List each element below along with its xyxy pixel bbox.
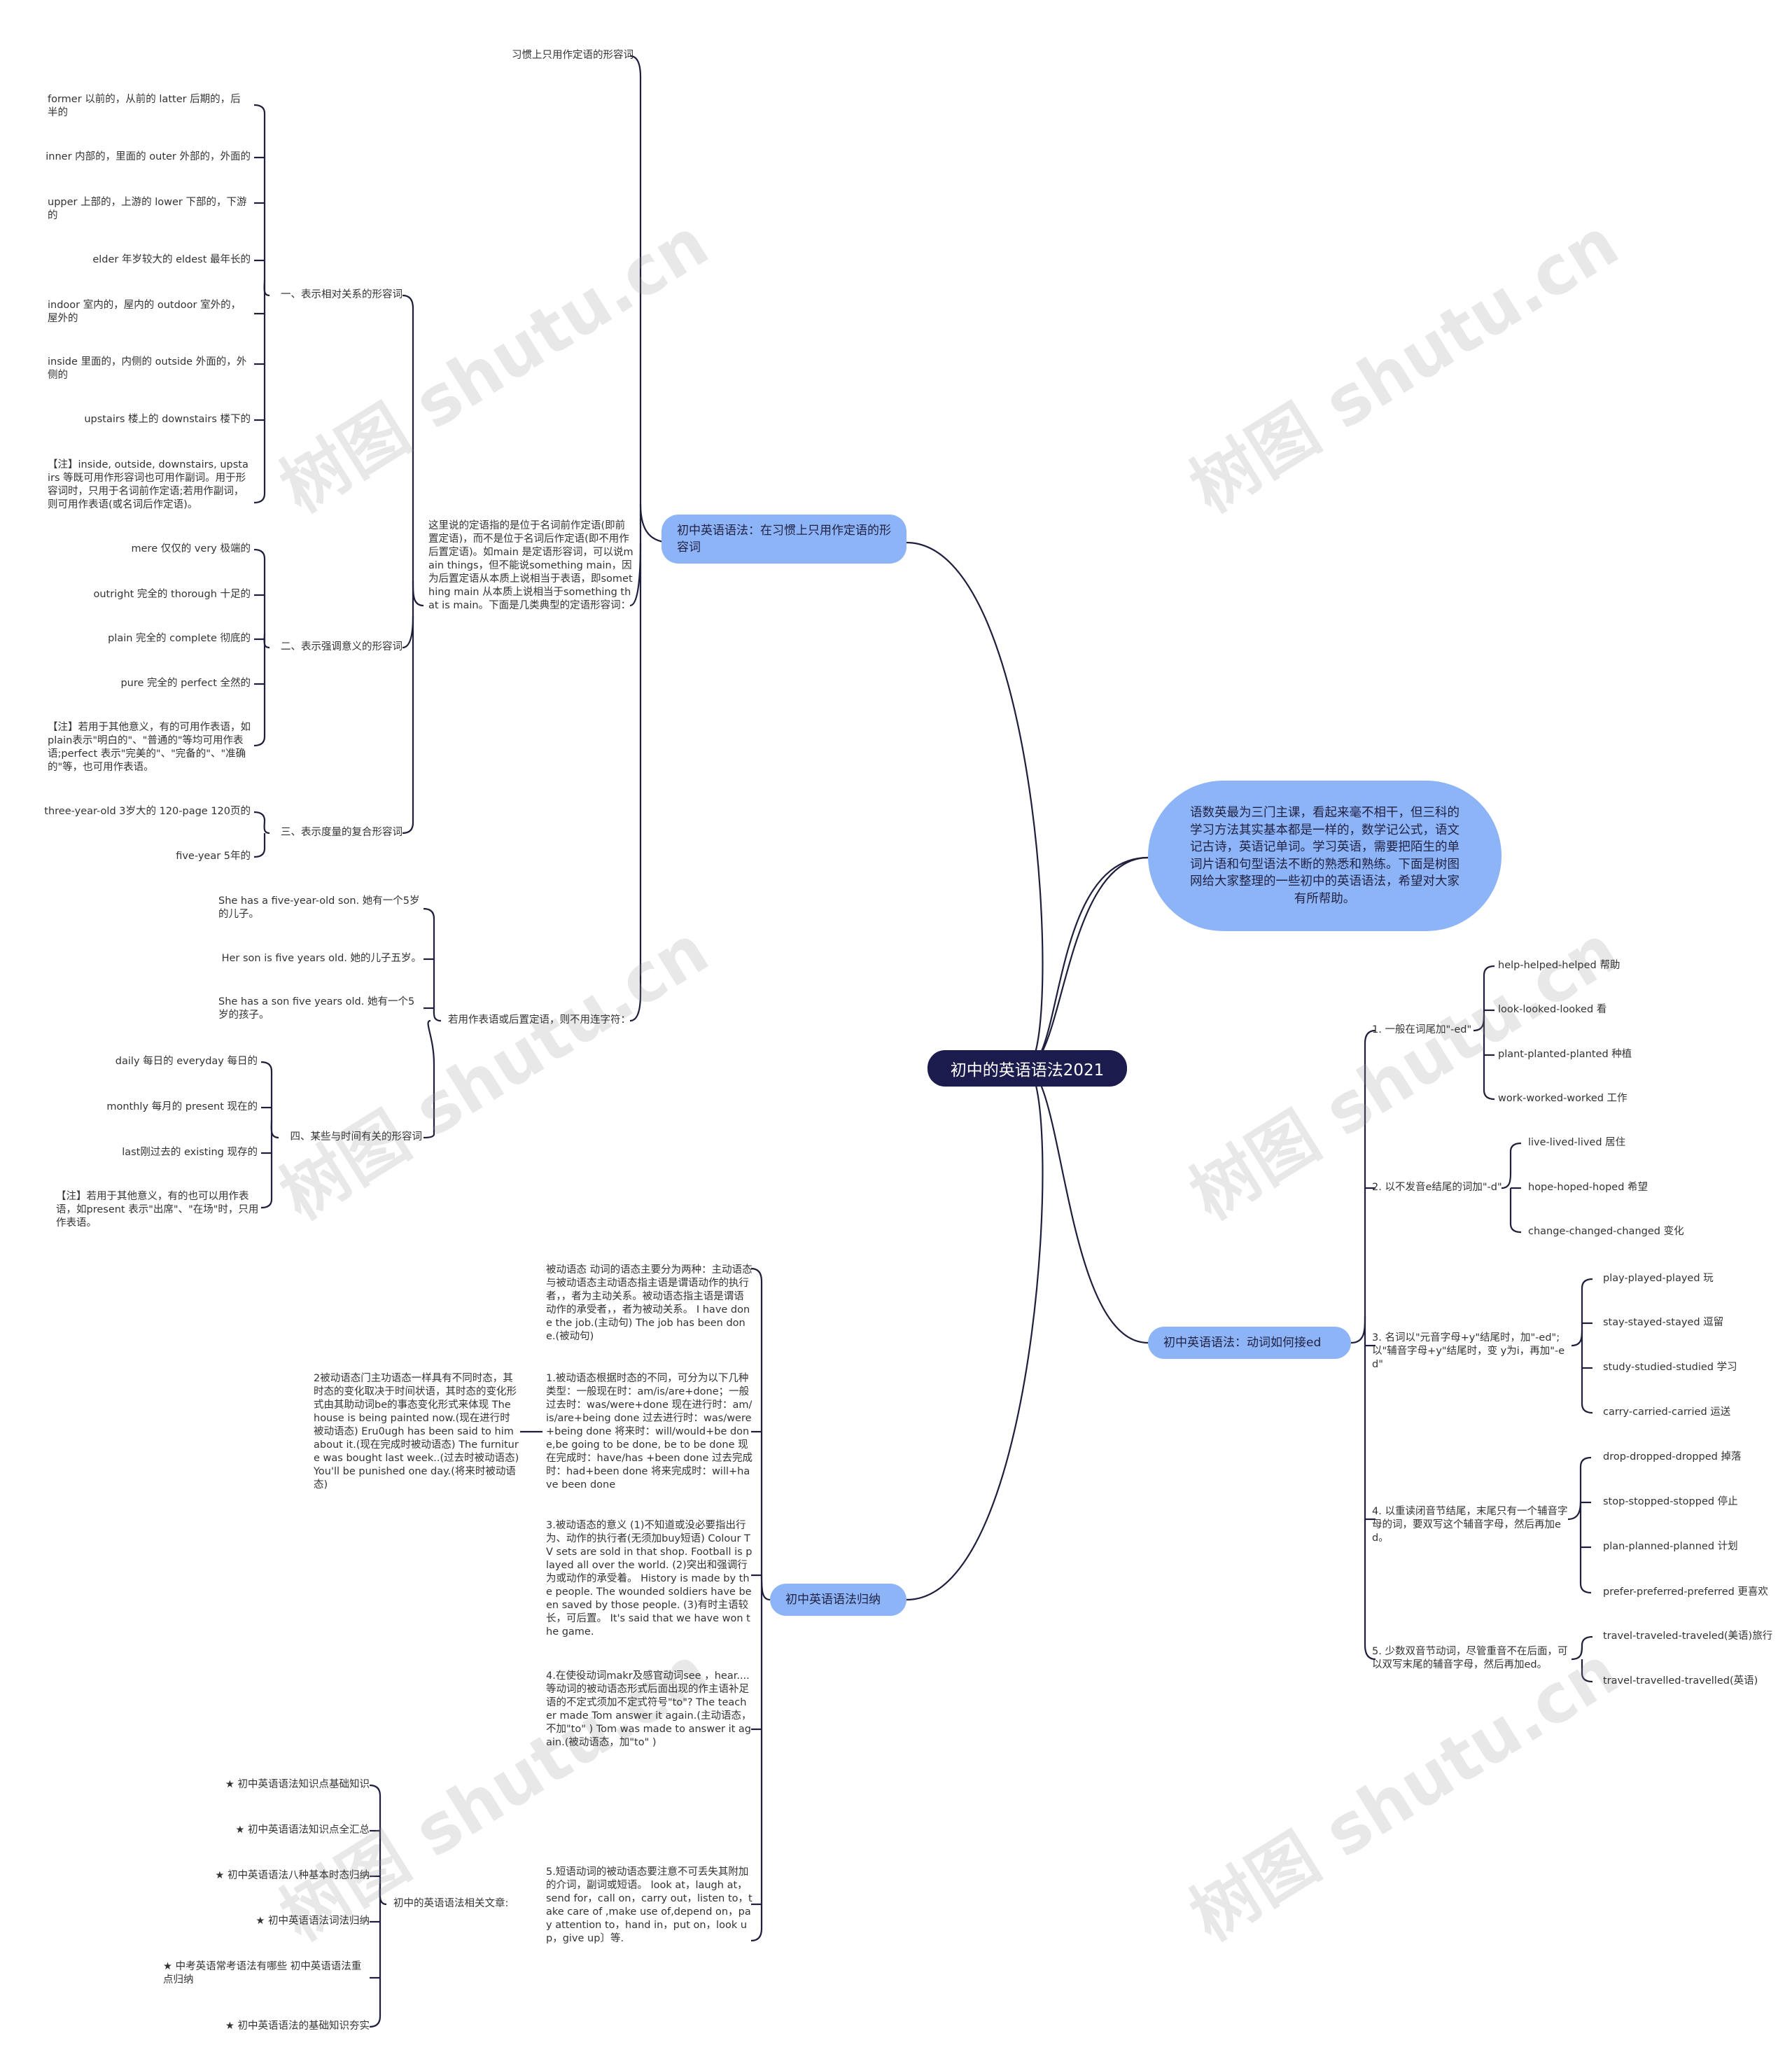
adj-g5-item[interactable]: last刚过去的 existing 现存的: [122, 1147, 258, 1158]
verb-group-2[interactable]: 2. 以不发音e结尾的词加"-d": [1372, 1182, 1502, 1193]
verb-g2-item[interactable]: change-changed-changed 变化: [1528, 1226, 1684, 1237]
root-node[interactable]: 初中的英语语法2021: [927, 1050, 1127, 1087]
adj-g1-item[interactable]: upstairs 楼上的 downstairs 楼下的: [84, 414, 251, 425]
verb-g4-item[interactable]: prefer-preferred-preferred 更喜欢: [1603, 1586, 1768, 1598]
branch-summary[interactable]: 初中英语语法归纳: [770, 1584, 906, 1616]
verb-g5-item[interactable]: travel-travelled-travelled(英语): [1603, 1675, 1758, 1687]
verb-g4-item[interactable]: stop-stopped-stopped 停止: [1603, 1496, 1738, 1507]
intro-node[interactable]: 语数英最为三门主课，看起来毫不相干，但三科的学习方法其实基本都是一样的，数学记公…: [1148, 781, 1502, 931]
adj-desc[interactable]: 这里说的定语指的是位于名词前作定语(即前置定语)，而不是位于名词后作定语(即不用…: [428, 520, 634, 611]
related-article-link[interactable]: ★ 初中英语语法的基础知识夯实: [225, 2020, 370, 2032]
summary-related-label[interactable]: 初中的英语语法相关文章:: [393, 1898, 509, 1909]
related-article-link[interactable]: ★ 初中英语语法知识点全汇总: [235, 1824, 370, 1836]
adj-group-measure[interactable]: 三、表示度量的复合形容词: [281, 827, 402, 838]
adj-g2-item[interactable]: mere 仅仅的 very 极端的: [131, 543, 251, 554]
adj-g5-item[interactable]: monthly 每月的 present 现在的: [106, 1101, 258, 1112]
adj-group-relative[interactable]: 一、表示相对关系的形容词: [281, 289, 402, 300]
adj-g2-item[interactable]: pure 完全的 perfect 全然的: [120, 678, 251, 689]
adj-g5-item[interactable]: daily 每日的 everyday 每日的: [115, 1056, 258, 1067]
adj-group-predicative[interactable]: 若用作表语或后置定语，则不用连字符：: [448, 1014, 631, 1026]
verb-g3-item[interactable]: carry-carried-carried 运送: [1603, 1407, 1731, 1418]
adj-group-emphasis[interactable]: 二、表示强调意义的形容词: [281, 641, 402, 652]
verb-g4-item[interactable]: drop-dropped-dropped 掉落: [1603, 1451, 1742, 1463]
related-article-link[interactable]: ★ 中考英语常考语法有哪些 初中英语语法重点归纳: [163, 1961, 362, 1985]
adj-g1-item[interactable]: upper 上部的，上游的 lower 下部的，下游的: [48, 197, 247, 221]
verb-g1-item[interactable]: work-worked-worked 工作: [1498, 1093, 1628, 1104]
verb-group-1[interactable]: 1. 一般在词尾加"-ed": [1372, 1024, 1472, 1035]
adj-g1-note[interactable]: 【注】inside, outside, downstairs, upstairs…: [48, 459, 248, 510]
adj-g4-item[interactable]: She has a five-year-old son. 她有一个5岁的儿子。: [218, 895, 420, 920]
branch-verb-ed[interactable]: 初中英语语法：动词如何接ed: [1148, 1327, 1351, 1359]
adj-g5-note[interactable]: 【注】若用于其他意义，有的也可以用作表语，如present 表示"出席"、"在场…: [56, 1191, 259, 1229]
adj-g2-item[interactable]: outright 完全的 thorough 十足的: [93, 589, 251, 600]
verb-g5-item[interactable]: travel-traveled-traveled(美语)旅行: [1603, 1631, 1773, 1642]
adj-group-time[interactable]: 四、某些与时间有关的形容词: [290, 1131, 423, 1143]
verb-g3-item[interactable]: play-played-played 玩: [1603, 1273, 1714, 1284]
verb-g1-item[interactable]: plant-planted-planted 种植: [1498, 1049, 1632, 1060]
summary-phrasal-verbs[interactable]: 5.短语动词的被动语态要注意不可丢失其附加的介词，副词或短语。 look at，…: [546, 1866, 752, 1944]
verb-g1-item[interactable]: help-helped-helped 帮助: [1498, 960, 1620, 971]
verb-g2-item[interactable]: hope-hoped-hoped 希望: [1528, 1182, 1648, 1193]
related-article-link[interactable]: ★ 初中英语语法词法归纳: [255, 1915, 370, 1927]
adj-g1-item[interactable]: indoor 室内的，屋内的 outdoor 室外的，屋外的: [48, 300, 241, 324]
verb-group-4[interactable]: 4. 以重读闭音节结尾，末尾只有一个辅音字母的词，要双写这个辅音字母，然后再加e…: [1372, 1506, 1568, 1544]
adj-g1-item[interactable]: former 以前的，从前的 latter 后期的，后半的: [48, 94, 241, 118]
related-article-link[interactable]: ★ 初中英语语法知识点基础知识: [225, 1779, 370, 1790]
verb-g3-item[interactable]: study-studied-studied 学习: [1603, 1362, 1737, 1373]
adj-g4-item[interactable]: She has a son five years old. 她有一个5岁的孩子。: [218, 996, 415, 1021]
verb-g2-item[interactable]: live-lived-lived 居住: [1528, 1137, 1626, 1148]
adj-g3-item[interactable]: five-year 5年的: [176, 851, 251, 862]
branch-adjective[interactable]: 初中英语语法：在习惯上只用作定语的形容词: [662, 515, 906, 564]
adj-g2-item[interactable]: plain 完全的 complete 彻底的: [108, 633, 251, 644]
summary-causative[interactable]: 4.在使役动词makr及感官动词see ，hear....等动词的被动语态形式后…: [546, 1670, 752, 1748]
adj-g4-item[interactable]: Her son is five years old. 她的儿子五岁。: [221, 953, 421, 964]
summary-passive-meaning[interactable]: 3.被动语态的意义 (1)不知道或没必要指出行为、动作的执行者(无须加buy短语…: [546, 1520, 752, 1638]
summary-passive-voice[interactable]: 被动语态 动词的语态主要分为两种：主动语态与被动语态主动语态指主语是谓语动作的执…: [546, 1264, 752, 1342]
related-article-link[interactable]: ★ 初中英语语法八种基本时态归纳: [215, 1870, 370, 1881]
summary-passive-tenses-detail[interactable]: 2被动语态门主功语态一样具有不同时态，其时态的变化取决于时间状语，其时态的变化形…: [314, 1373, 519, 1491]
summary-passive-tenses[interactable]: 1.被动语态根据时态的不同，可分为以下几种类型：一般现在时：am/is/are+…: [546, 1373, 752, 1491]
adj-g1-item[interactable]: inner 内部的，里面的 outer 外部的，外面的: [46, 151, 251, 162]
adj-g1-item[interactable]: elder 年岁较大的 eldest 最年长的: [92, 254, 251, 265]
verb-group-5[interactable]: 5. 少数双音节动词，尽管重音不在后面，可以双写末尾的辅音字母，然后再加ed。: [1372, 1646, 1568, 1670]
adj-g1-item[interactable]: inside 里面的，内侧的 outside 外面的，外侧的: [48, 356, 247, 381]
verb-g3-item[interactable]: stay-stayed-stayed 逗留: [1603, 1317, 1724, 1328]
adj-g3-item[interactable]: three-year-old 3岁大的 120-page 120页的: [44, 806, 251, 817]
adj-top-leaf[interactable]: 习惯上只用作定语的形容词: [512, 50, 634, 61]
verb-g4-item[interactable]: plan-planned-planned 计划: [1603, 1541, 1738, 1552]
adj-g2-note[interactable]: 【注】若用于其他意义，有的可用作表语，如plain表示"明白的"、"普通的"等均…: [48, 722, 251, 773]
verb-g1-item[interactable]: look-looked-looked 看: [1498, 1004, 1607, 1015]
verb-group-3[interactable]: 3. 名词以"元音字母+y"结尾时，加"-ed";以"辅音字母+y"结尾时，变 …: [1372, 1332, 1565, 1370]
